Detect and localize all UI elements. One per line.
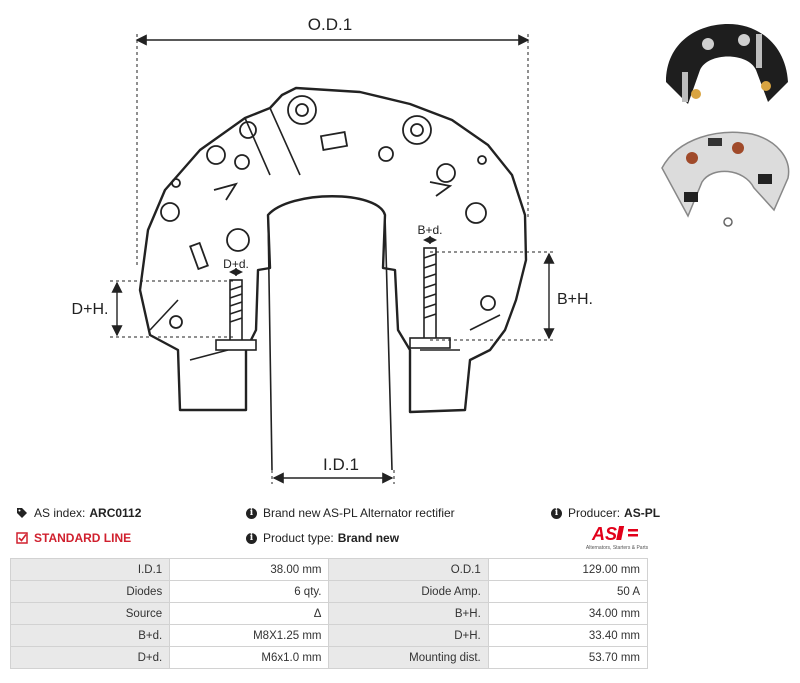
- bh-label: B+H.: [557, 291, 593, 308]
- product-photo-top[interactable]: [648, 12, 796, 120]
- product-type-label: Product type:: [263, 531, 334, 545]
- spec-key: Source: [9, 602, 171, 625]
- od-label: O.D.1: [308, 15, 352, 34]
- tag-icon: [17, 508, 27, 518]
- table-row: Source Δ B+H. 34.00 mm: [9, 602, 649, 625]
- dh-label: D+H.: [72, 301, 109, 318]
- id-label: I.D.1: [323, 455, 359, 474]
- product-photo-bottom[interactable]: [648, 118, 796, 234]
- spec-value: 34.00 mm: [487, 602, 649, 625]
- spec-value: 53.70 mm: [487, 646, 649, 669]
- rectifier-details: [160, 95, 496, 329]
- spec-value: 38.00 mm: [169, 558, 330, 581]
- bd-dimension: B+d.: [417, 223, 443, 244]
- as-index-label: AS index:: [34, 506, 86, 520]
- info-icon: i: [246, 507, 257, 519]
- table-row: D+d. M6x1.0 mm Mounting dist. 53.70 mm: [9, 646, 649, 669]
- as-pl-logo: AS Alternators, Starters & Parts: [586, 524, 649, 551]
- bh-dimension: B+H.: [430, 251, 593, 341]
- table-row: I.D.1 38.00 mm O.D.1 129.00 mm: [9, 558, 649, 581]
- info-icon: i: [246, 532, 257, 544]
- dd-label: D+d.: [223, 257, 249, 271]
- spec-key: Mounting dist.: [328, 646, 489, 669]
- brand-info: i Brand new AS-PL Alternator rectifier: [246, 506, 455, 520]
- info-icon: i: [551, 507, 562, 519]
- spec-value: 33.40 mm: [487, 624, 649, 647]
- brand-text: Brand new AS-PL Alternator rectifier: [263, 506, 455, 520]
- spec-key: I.D.1: [9, 558, 171, 581]
- spec-value: 129.00 mm: [487, 558, 649, 581]
- spec-key: D+d.: [9, 646, 171, 669]
- spec-key: B+H.: [328, 602, 489, 625]
- dh-dimension: D+H.: [72, 280, 236, 338]
- svg-text:AS: AS: [591, 524, 617, 544]
- spec-value: 6 qty.: [169, 580, 330, 603]
- spec-key: Diodes: [9, 580, 171, 603]
- spec-key: B+d.: [9, 624, 171, 647]
- as-index: AS index: ARC0112: [16, 506, 141, 520]
- rectifier-body: [138, 86, 528, 471]
- dd-dimension: D+d.: [223, 257, 249, 276]
- producer: i Producer: AS-PL: [551, 506, 660, 520]
- svg-text:Alternators, Starters & Parts: Alternators, Starters & Parts: [586, 545, 649, 551]
- producer-value: AS-PL: [624, 506, 661, 520]
- product-type: i Product type: Brand new: [246, 531, 399, 545]
- standard-line: STANDARD LINE: [16, 531, 131, 545]
- check-box-icon: [16, 532, 28, 544]
- producer-label: Producer:: [568, 506, 621, 520]
- spec-key: D+H.: [328, 624, 489, 647]
- as-index-value: ARC0112: [89, 506, 142, 520]
- spec-value: 50 A: [487, 580, 649, 603]
- spec-key: O.D.1: [328, 558, 489, 581]
- bd-label: B+d.: [417, 223, 442, 237]
- od-dimension: O.D.1: [135, 15, 530, 268]
- spec-value: M8X1.25 mm: [169, 624, 330, 647]
- id-dimension: I.D.1: [271, 455, 395, 484]
- bolt-d: [215, 279, 257, 351]
- spec-value: M6x1.0 mm: [169, 646, 330, 669]
- spec-key: Diode Amp.: [328, 580, 489, 603]
- rectifier-technical-drawing: O.D.1: [72, 15, 593, 484]
- standard-line-label: STANDARD LINE: [34, 531, 132, 545]
- specification-table: I.D.1 38.00 mm O.D.1 129.00 mm Diodes 6 …: [9, 558, 649, 669]
- product-type-value: Brand new: [337, 531, 400, 545]
- table-row: Diodes 6 qty. Diode Amp. 50 A: [9, 580, 649, 603]
- bolt-b: [409, 247, 451, 349]
- spec-value: Δ: [169, 602, 330, 625]
- table-row: B+d. M8X1.25 mm D+H. 33.40 mm: [9, 624, 649, 647]
